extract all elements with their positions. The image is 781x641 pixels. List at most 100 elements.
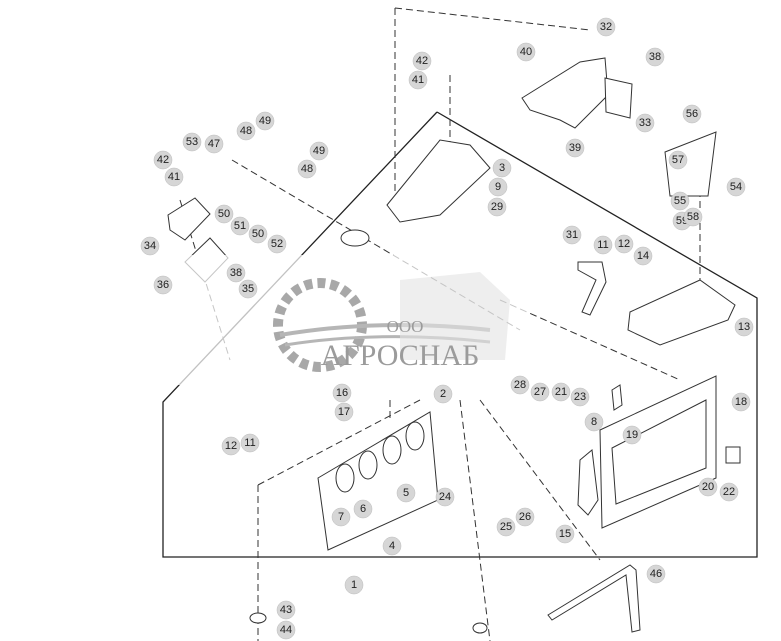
callout-bubble (646, 564, 666, 584)
callout-number: 48 (240, 125, 252, 137)
callout-number: 56 (686, 108, 698, 120)
plate-part-33 (604, 77, 633, 119)
callout: 57 (668, 150, 688, 170)
callout-number: 36 (157, 279, 169, 291)
callout-bubble (236, 121, 256, 141)
callout-bubble (153, 275, 173, 295)
callout-bubble (230, 216, 250, 236)
callout-number: 13 (738, 321, 750, 333)
callout-bubble (140, 236, 160, 256)
callout: 24 (435, 487, 455, 507)
callout-number: 53 (186, 136, 198, 148)
callout-bubble (309, 141, 329, 161)
callout-number: 39 (569, 142, 581, 154)
callout: 50 (248, 224, 268, 244)
callout-number: 46 (650, 568, 662, 580)
callout-bubble (240, 433, 260, 453)
callout-number: 43 (280, 604, 292, 616)
callout: 19 (622, 425, 642, 445)
callout-bubble (570, 387, 590, 407)
callout-number: 22 (723, 486, 735, 498)
callout-bubble (248, 224, 268, 244)
callout-number: 19 (626, 429, 638, 441)
callout-bubble (276, 620, 296, 640)
callout-number: 38 (649, 51, 661, 63)
callout-bubble (668, 150, 688, 170)
callout-bubble (633, 246, 653, 266)
callout: 21 (551, 382, 571, 402)
callout-bubble (433, 384, 453, 404)
callout: 44 (276, 620, 296, 640)
callout: 50 (214, 204, 234, 224)
callout: 31 (562, 225, 582, 245)
callout-number: 20 (702, 481, 714, 493)
callout: 7 (331, 507, 351, 527)
callout-number: 8 (591, 416, 597, 428)
callout-number: 58 (687, 211, 699, 223)
callout-number: 3 (499, 162, 505, 174)
callout-number: 50 (218, 208, 230, 220)
callout-number: 51 (234, 220, 246, 232)
callout-bubble (492, 158, 512, 178)
callout: 26 (515, 507, 535, 527)
callout-number: 15 (559, 528, 571, 540)
clip-part-8 (611, 384, 623, 411)
callout-bubble (255, 111, 275, 131)
callout: 25 (496, 517, 516, 537)
callout-number: 12 (225, 440, 237, 452)
callout-bubble (565, 138, 585, 158)
callout: 32 (596, 17, 616, 37)
callout: 1 (344, 575, 364, 595)
callout: 11 (593, 235, 613, 255)
callout: 5 (396, 483, 416, 503)
callout: 55 (670, 191, 690, 211)
callout: 48 (297, 159, 317, 179)
callout-bubble (435, 487, 455, 507)
callout: 35 (238, 279, 258, 299)
callout-bubble (221, 436, 241, 456)
callout-number: 26 (519, 511, 531, 523)
callout-bubble (530, 382, 550, 402)
callout-number: 55 (674, 195, 686, 207)
panel-part-56 (664, 131, 717, 197)
callout-bubble (267, 234, 287, 254)
callout: 53 (182, 132, 202, 152)
callout: 16 (332, 383, 352, 403)
callout: 48 (236, 121, 256, 141)
callout-bubble (396, 483, 416, 503)
cover-part-3 (386, 139, 491, 223)
callout: 15 (555, 524, 575, 544)
callout: 43 (276, 600, 296, 620)
callout: 36 (153, 275, 173, 295)
callout: 8 (584, 412, 604, 432)
callout-number: 31 (566, 229, 578, 241)
callout-bubble (487, 197, 507, 217)
callout: 42 (412, 51, 432, 71)
callout-number: 21 (555, 386, 567, 398)
bracket-part-15 (577, 449, 599, 516)
callout-bubble (731, 392, 751, 412)
callout-bubble (182, 132, 202, 152)
callout: 11 (240, 433, 260, 453)
callout: 18 (731, 392, 751, 412)
callout-number: 48 (301, 163, 313, 175)
tray-part-13 (627, 279, 736, 346)
callout: 41 (408, 70, 428, 90)
callout-number: 25 (500, 521, 512, 533)
callout-bubble (645, 47, 665, 67)
callout-bubble (238, 279, 258, 299)
callout: 38 (645, 47, 665, 67)
callout-bubble (734, 317, 754, 337)
callout-number: 5 (403, 487, 409, 499)
seal-part-46 (547, 564, 641, 633)
callout-number: 27 (534, 386, 546, 398)
callout: 12 (614, 234, 634, 254)
callout: 2 (433, 384, 453, 404)
callout-bubble (412, 51, 432, 71)
cap-part (472, 622, 488, 634)
callout: 14 (633, 246, 653, 266)
washer-part-43 (249, 612, 267, 624)
callout-number: 41 (168, 171, 180, 183)
callout-number: 47 (208, 138, 220, 150)
